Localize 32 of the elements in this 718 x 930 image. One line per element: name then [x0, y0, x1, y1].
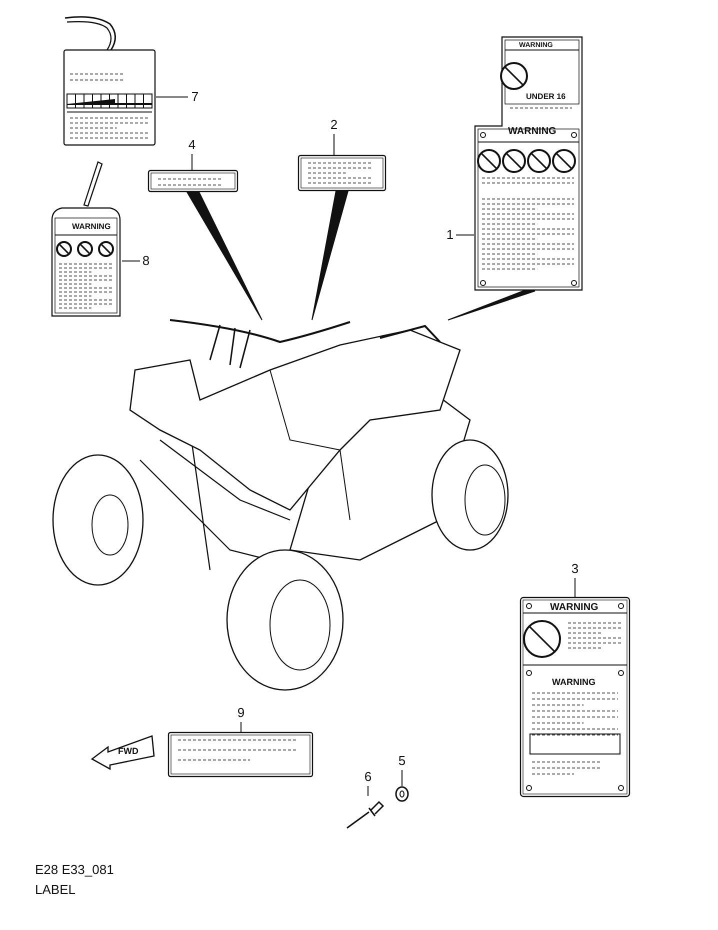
callout-number: 4: [186, 136, 198, 154]
callout-number: 8: [140, 252, 152, 270]
warning-heading: WARNING: [508, 127, 556, 137]
pointer-wedge: [448, 290, 536, 320]
warning-heading: WARNING: [72, 223, 111, 231]
pointer-wedge: [186, 192, 262, 320]
callout-number: 9: [235, 704, 247, 722]
callout-number: 7: [188, 88, 202, 106]
label-plate-drawing: [298, 155, 386, 191]
warning-heading: WARNING: [550, 603, 598, 613]
warning-tag: [50, 160, 122, 318]
callout-number: 6: [362, 768, 374, 786]
washer-drawing: [394, 786, 410, 802]
leader-line: [574, 578, 576, 598]
direction-label: FWD: [118, 747, 138, 756]
leader-line: [240, 722, 242, 732]
caption-text: E28 E33_081: [35, 862, 114, 877]
callout-number: 5: [396, 752, 408, 770]
leader-line: [456, 234, 474, 236]
warning-heading: WARNING: [552, 678, 596, 687]
callout-number: 1: [444, 226, 456, 244]
pointer-wedge: [312, 190, 349, 320]
callout-number: 3: [569, 560, 581, 578]
label-strip-drawing: [148, 170, 238, 192]
callout-number: 2: [328, 116, 340, 134]
warning-label: [520, 597, 630, 797]
leader-line: [156, 96, 188, 98]
warning-heading: UNDER 16: [526, 93, 566, 101]
warning-label: [474, 36, 584, 291]
caption-text: LABEL: [35, 882, 76, 897]
label-strip-drawing: [168, 732, 313, 777]
leader-line: [122, 260, 140, 262]
